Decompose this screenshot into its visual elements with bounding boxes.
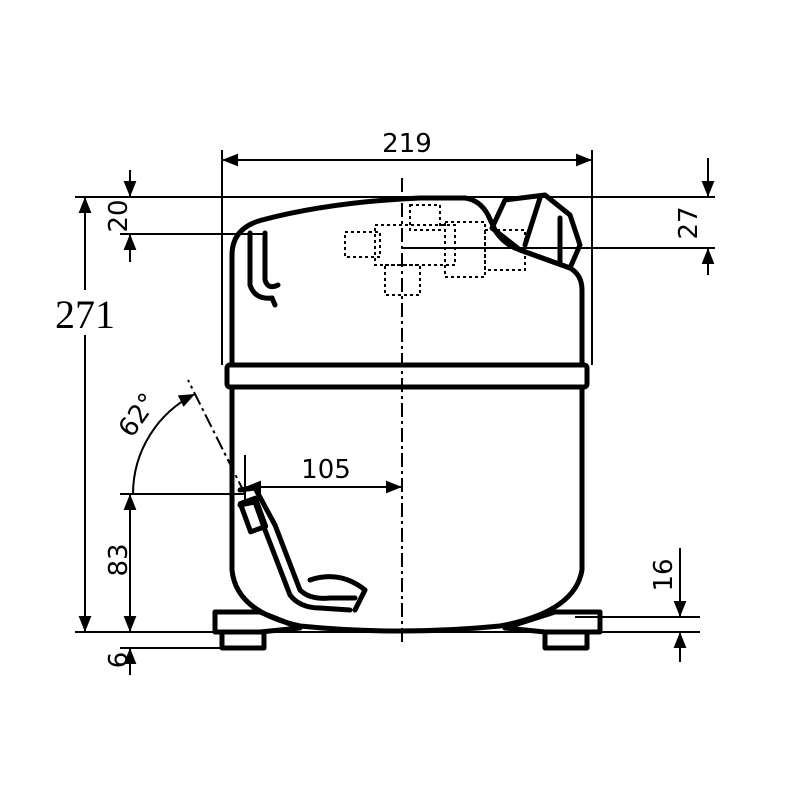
dimension-83: 83 <box>104 494 137 632</box>
dim-label-6: 6 <box>104 652 134 669</box>
dim-label-62: 62° <box>113 388 164 443</box>
dim-label-16: 16 <box>649 558 679 591</box>
dimension-20: 20 <box>104 170 137 262</box>
dim-label-83: 83 <box>104 543 134 576</box>
dim-label-219: 219 <box>382 129 432 159</box>
dimension-angle-62: 62° <box>113 379 246 495</box>
dimension-27: 27 <box>674 158 715 275</box>
dimension-6: 6 <box>104 647 240 675</box>
dimension-105: 105 <box>244 455 402 500</box>
dim-label-20: 20 <box>104 199 134 232</box>
compressor-body <box>224 192 590 634</box>
dimension-271: 271 <box>45 197 125 632</box>
dimension-219: 219 <box>222 129 592 167</box>
dim-label-105: 105 <box>301 455 351 485</box>
dim-label-27: 27 <box>674 206 704 239</box>
feet <box>212 609 603 651</box>
dimension-16: 16 <box>649 548 687 662</box>
dim-label-271: 271 <box>55 292 115 337</box>
